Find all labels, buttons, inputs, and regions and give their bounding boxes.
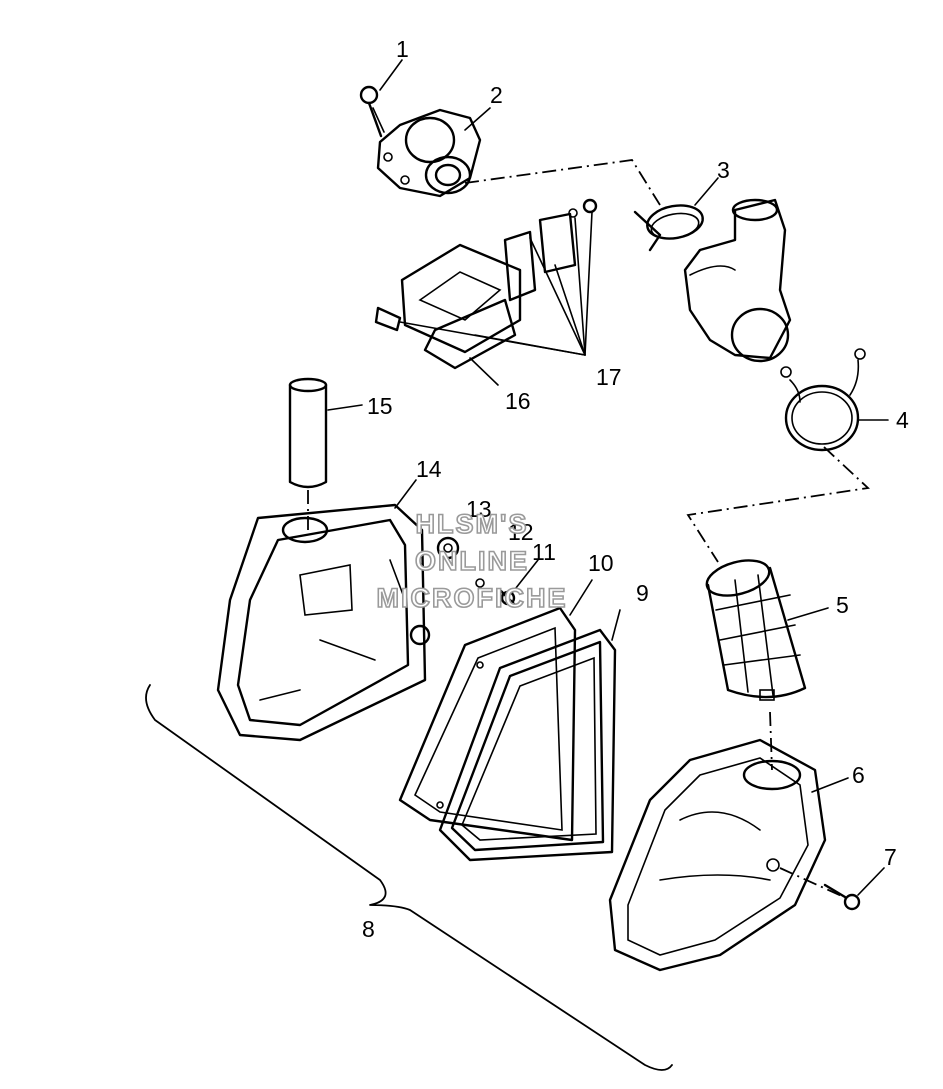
part-6-lower-housing [608,738,827,972]
group-8-bracket [145,684,673,1071]
callout-14: 14 [416,456,442,482]
callout-12: 12 [508,519,534,545]
part-5-intake-screen [705,559,807,701]
watermark-line-3: MICROFICHE [377,583,568,613]
callout-15: 15 [367,393,393,419]
callout-4: 4 [896,407,909,433]
watermark-line-1: HLSM'S [416,509,529,539]
leader-lines [327,59,889,896]
callout-10: 10 [588,550,614,576]
watermark: HLSM'S ONLINE MICROFICHE [376,508,568,614]
part-4-ring [780,348,866,452]
part-10-filter [398,606,577,842]
callout-2: 2 [490,82,503,108]
part-16-reed-valve [374,198,598,370]
callout-16: 16 [505,388,531,414]
callout-1: 1 [396,36,409,62]
callout-6: 6 [852,762,865,788]
callout-17: 17 [596,364,622,390]
alignment-lines [307,159,870,899]
part-9-gasket [438,628,617,862]
callout-8: 8 [362,916,375,942]
part-7-screw [823,883,861,911]
callout-5: 5 [836,592,849,618]
part-3-clamp [633,204,704,252]
part-15-tube [288,377,328,489]
callout-labels: 1 2 3 4 5 6 7 8 9 10 11 12 13 14 15 16 1… [362,36,909,942]
parts-11-12-13-hardware [436,536,517,607]
callout-7: 7 [884,844,897,870]
callout-9: 9 [636,580,649,606]
intake-boot [683,198,792,363]
part-2-flange [376,108,482,198]
part-14-airbox-housing [216,503,431,742]
callout-3: 3 [717,157,730,183]
watermark-line-2: ONLINE [415,546,529,576]
callout-13: 13 [466,496,492,522]
callout-11: 11 [532,539,556,565]
part-1-screw [359,85,385,138]
